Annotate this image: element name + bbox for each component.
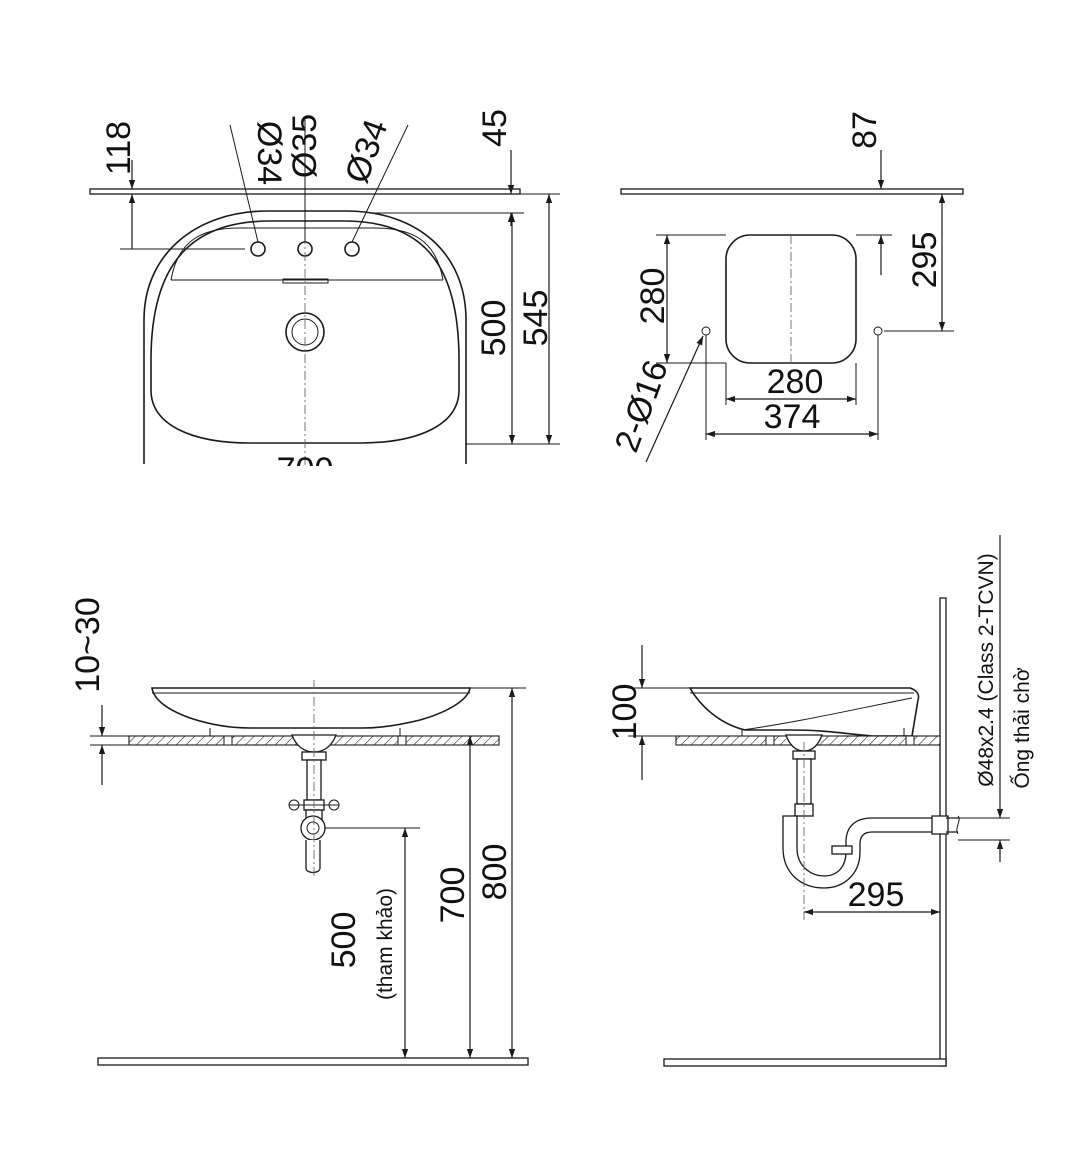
side-wall-outlet [931, 815, 949, 835]
leader-hole-left [229, 124, 259, 243]
pipe-note: Ống thải chờ [1010, 667, 1034, 788]
dim-500-ref: 500 [325, 912, 363, 969]
dim-45: 45 [476, 109, 514, 147]
mount-hole-left [701, 326, 711, 336]
tap-hole-left [250, 241, 266, 257]
front-trap-ring [300, 815, 326, 841]
overflow-slot [282, 278, 329, 284]
front-counter-gap-right [397, 735, 407, 746]
side-basin-foot [741, 728, 905, 736]
side-counter-gap-left [765, 735, 775, 746]
front-basin [151, 687, 471, 729]
dim-hole-right: Ø34 [338, 115, 396, 188]
dim-700: 700 [434, 867, 472, 924]
pipe-spec: Ø48x2.4 (Class 2-TCVN) [975, 553, 998, 786]
side-waste-pipe-cut [956, 815, 960, 835]
leader-hole-right [351, 124, 409, 243]
cutout-view: 87 295 280 280 374 2-Ø16 [608, 111, 964, 463]
top-width-label-crop: 700 [277, 451, 334, 489]
dim-100: 100 [606, 684, 644, 741]
top-view: 118 Ø34 Ø35 Ø34 45 500 545 700 [89, 109, 560, 489]
front-floor [97, 1057, 529, 1066]
dim-374: 374 [764, 398, 821, 436]
side-view: 100 295 Ø48x2.4 (Class 2-TCVN) Ống thải … [606, 535, 1034, 1067]
dim-295: 295 [906, 232, 944, 289]
basin-outline [143, 210, 467, 464]
basin-inner-rim [150, 220, 460, 444]
side-basin-bowl [741, 697, 913, 731]
side-counter-gap-right [905, 735, 915, 746]
cutout-wall-edge [620, 188, 964, 195]
side-floor [663, 1058, 947, 1067]
dim-118: 118 [100, 121, 138, 175]
front-basin-foot [209, 728, 401, 736]
dim-87: 87 [846, 111, 884, 149]
front-view: 10~30 500 (tham khảo) 700 800 [69, 597, 529, 1066]
tap-hole-right [344, 241, 360, 257]
front-trap-ring-inner [306, 821, 320, 835]
leader-2d16 [645, 335, 704, 463]
front-trap-tail [305, 840, 321, 874]
side-p-trap [782, 815, 939, 889]
ref-note: (tham khảo) [374, 888, 397, 1000]
dim-545: 545 [517, 290, 555, 347]
dim-hole-left: Ø34 [250, 121, 288, 185]
dim-2d16: 2-Ø16 [608, 355, 676, 457]
dim-295-side: 295 [848, 876, 905, 914]
dim-hole-mid: Ø35 [286, 114, 324, 178]
dim-800: 800 [476, 844, 514, 901]
dim-280-v: 280 [634, 268, 672, 325]
side-basin [688, 687, 920, 737]
side-waste-pipe [946, 817, 958, 833]
dim-280-h: 280 [767, 363, 824, 401]
dim-500: 500 [475, 300, 513, 357]
front-counter-gap-left [223, 735, 233, 746]
dim-10-30: 10~30 [69, 597, 107, 693]
mount-hole-right [873, 326, 883, 336]
faucet-deck [170, 227, 444, 281]
dim-width-cut: 700 [277, 451, 334, 489]
side-trap-clamp [831, 845, 853, 855]
